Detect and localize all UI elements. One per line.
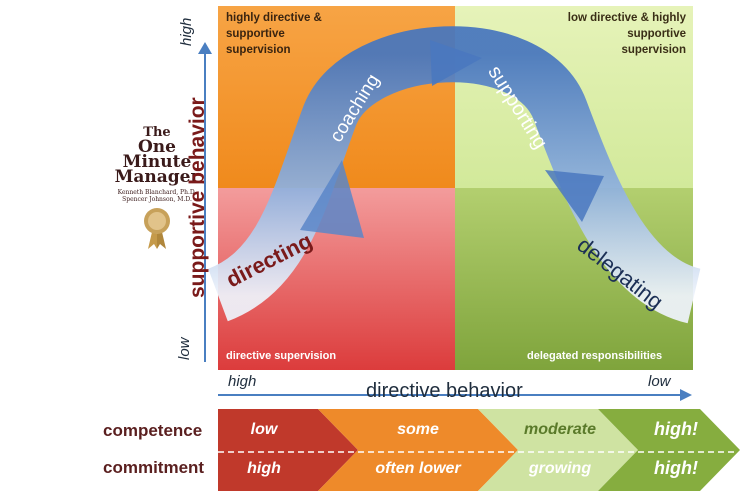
- competence-some: some: [397, 421, 439, 438]
- quadrant-text-top-left: highly directive & supportive supervisio…: [226, 12, 322, 56]
- book-authors: Kenneth Blanchard, Ph.D. Spencer Johnson…: [117, 189, 197, 203]
- quadrant-text-bottom-right: delegated responsibilities: [527, 350, 663, 362]
- commitment-often-lower: often lower: [375, 460, 461, 477]
- row-label-commitment: commitment: [103, 458, 205, 477]
- x-axis-low: low: [648, 373, 671, 390]
- competence-moderate: moderate: [523, 421, 597, 438]
- quadrant-text-bottom-left: directive supervision: [226, 350, 337, 362]
- y-axis-line: [204, 50, 206, 362]
- y-axis-arrow-icon: [198, 42, 212, 54]
- chevron-low: [218, 409, 358, 491]
- arrowhead-supporting: [545, 170, 604, 222]
- arrowhead-coaching: [430, 40, 482, 86]
- chevron-moderate: [478, 409, 638, 491]
- quadrant-text-top-right: low directive & highly supportive superv…: [567, 12, 686, 56]
- commitment-growing: growing: [528, 460, 592, 477]
- arrowhead-directing: [300, 160, 364, 238]
- x-axis-line: [218, 394, 680, 396]
- book-cover: The One Minute Manager Kenneth Blanchard…: [112, 125, 202, 255]
- x-axis-arrow-icon: [680, 389, 692, 401]
- chevron-high: [598, 409, 740, 491]
- row-label-competence: competence: [103, 421, 203, 440]
- commitment-high-2: high!: [654, 458, 698, 478]
- chevron-some: [318, 409, 518, 491]
- book-title: The One Minute Manager: [114, 125, 200, 187]
- x-axis-high: high: [228, 373, 257, 390]
- medal-icon: [144, 208, 170, 249]
- commitment-high: high: [247, 460, 281, 477]
- competence-high: high!: [654, 419, 698, 439]
- x-axis-label: directive behavior: [366, 380, 523, 402]
- competence-low: low: [250, 421, 278, 438]
